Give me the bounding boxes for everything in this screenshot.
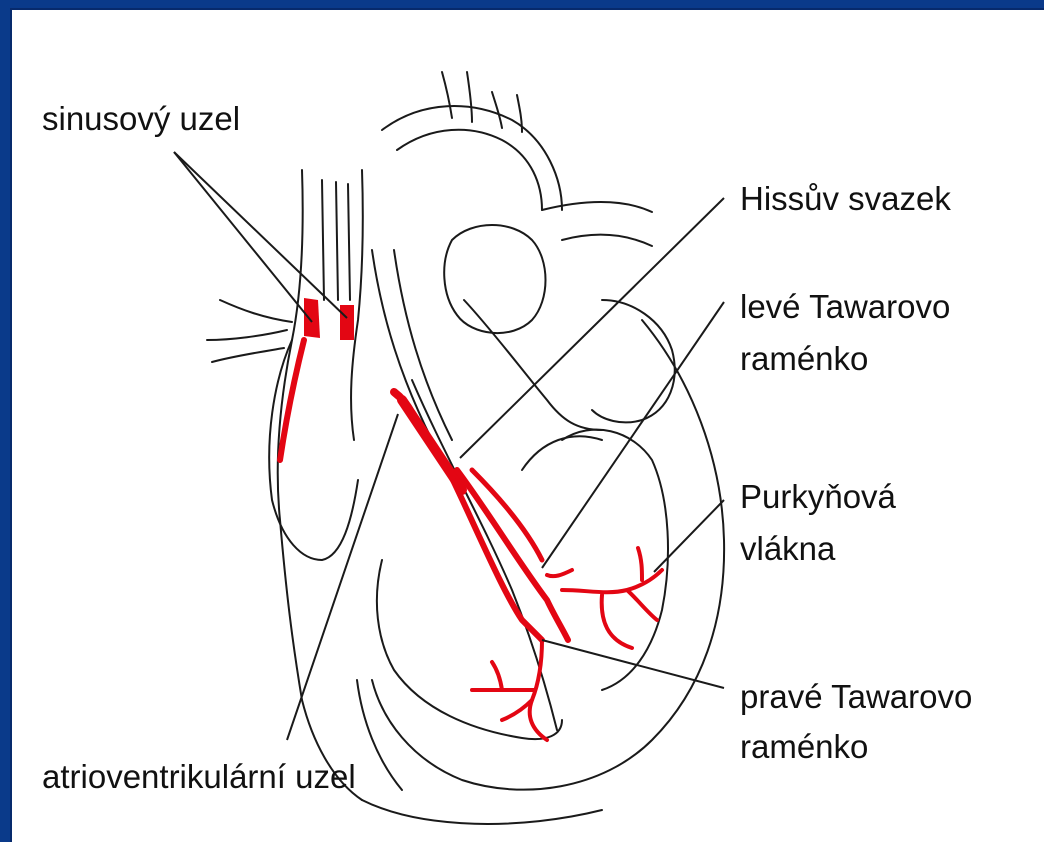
great-vessel-2 <box>492 92 522 132</box>
label-left-bundle-1: levé Tawarovo <box>740 288 950 325</box>
label-his-bundle: Hissův svazek <box>740 180 951 217</box>
leader-his <box>460 198 724 458</box>
leader-lines <box>174 152 724 740</box>
vena-cava-inner-lines <box>322 180 350 300</box>
label-purkinje-1: Purkyňová <box>740 478 897 515</box>
pulmonary-artery <box>542 202 652 246</box>
label-sinus-node: sinusový uzel <box>42 100 240 137</box>
septum-wall-2 <box>522 436 602 470</box>
label-av-node: atrioventrikulární uzel <box>42 758 356 795</box>
great-vessel-1 <box>442 72 472 122</box>
sinus-node-left <box>304 298 320 338</box>
label-left-bundle-2: raménko <box>740 340 868 377</box>
label-right-bundle-1: pravé Tawarovo <box>740 678 972 715</box>
apex-curve <box>362 800 602 824</box>
heart-conduction-diagram: sinusový uzel Hissův svazek levé Tawarov… <box>12 10 1044 842</box>
leader-av-node <box>287 414 398 740</box>
sinus-node-right <box>340 305 354 340</box>
leader-purkinje <box>654 500 724 572</box>
left-atrium-lobe <box>444 225 545 333</box>
diagram-frame: sinusový uzel Hissův svazek levé Tawarov… <box>10 8 1044 842</box>
left-appendage <box>592 300 675 422</box>
label-right-bundle-2: raménko <box>740 728 868 765</box>
leader-sinus-2 <box>174 152 347 318</box>
internodal-pathway <box>280 340 304 460</box>
leader-sinus-1 <box>174 152 312 322</box>
left-ventricle-inner <box>562 430 668 690</box>
conduction-system <box>280 298 662 740</box>
pulmonary-veins-left <box>207 300 292 362</box>
label-purkinje-2: vlákna <box>740 530 836 567</box>
